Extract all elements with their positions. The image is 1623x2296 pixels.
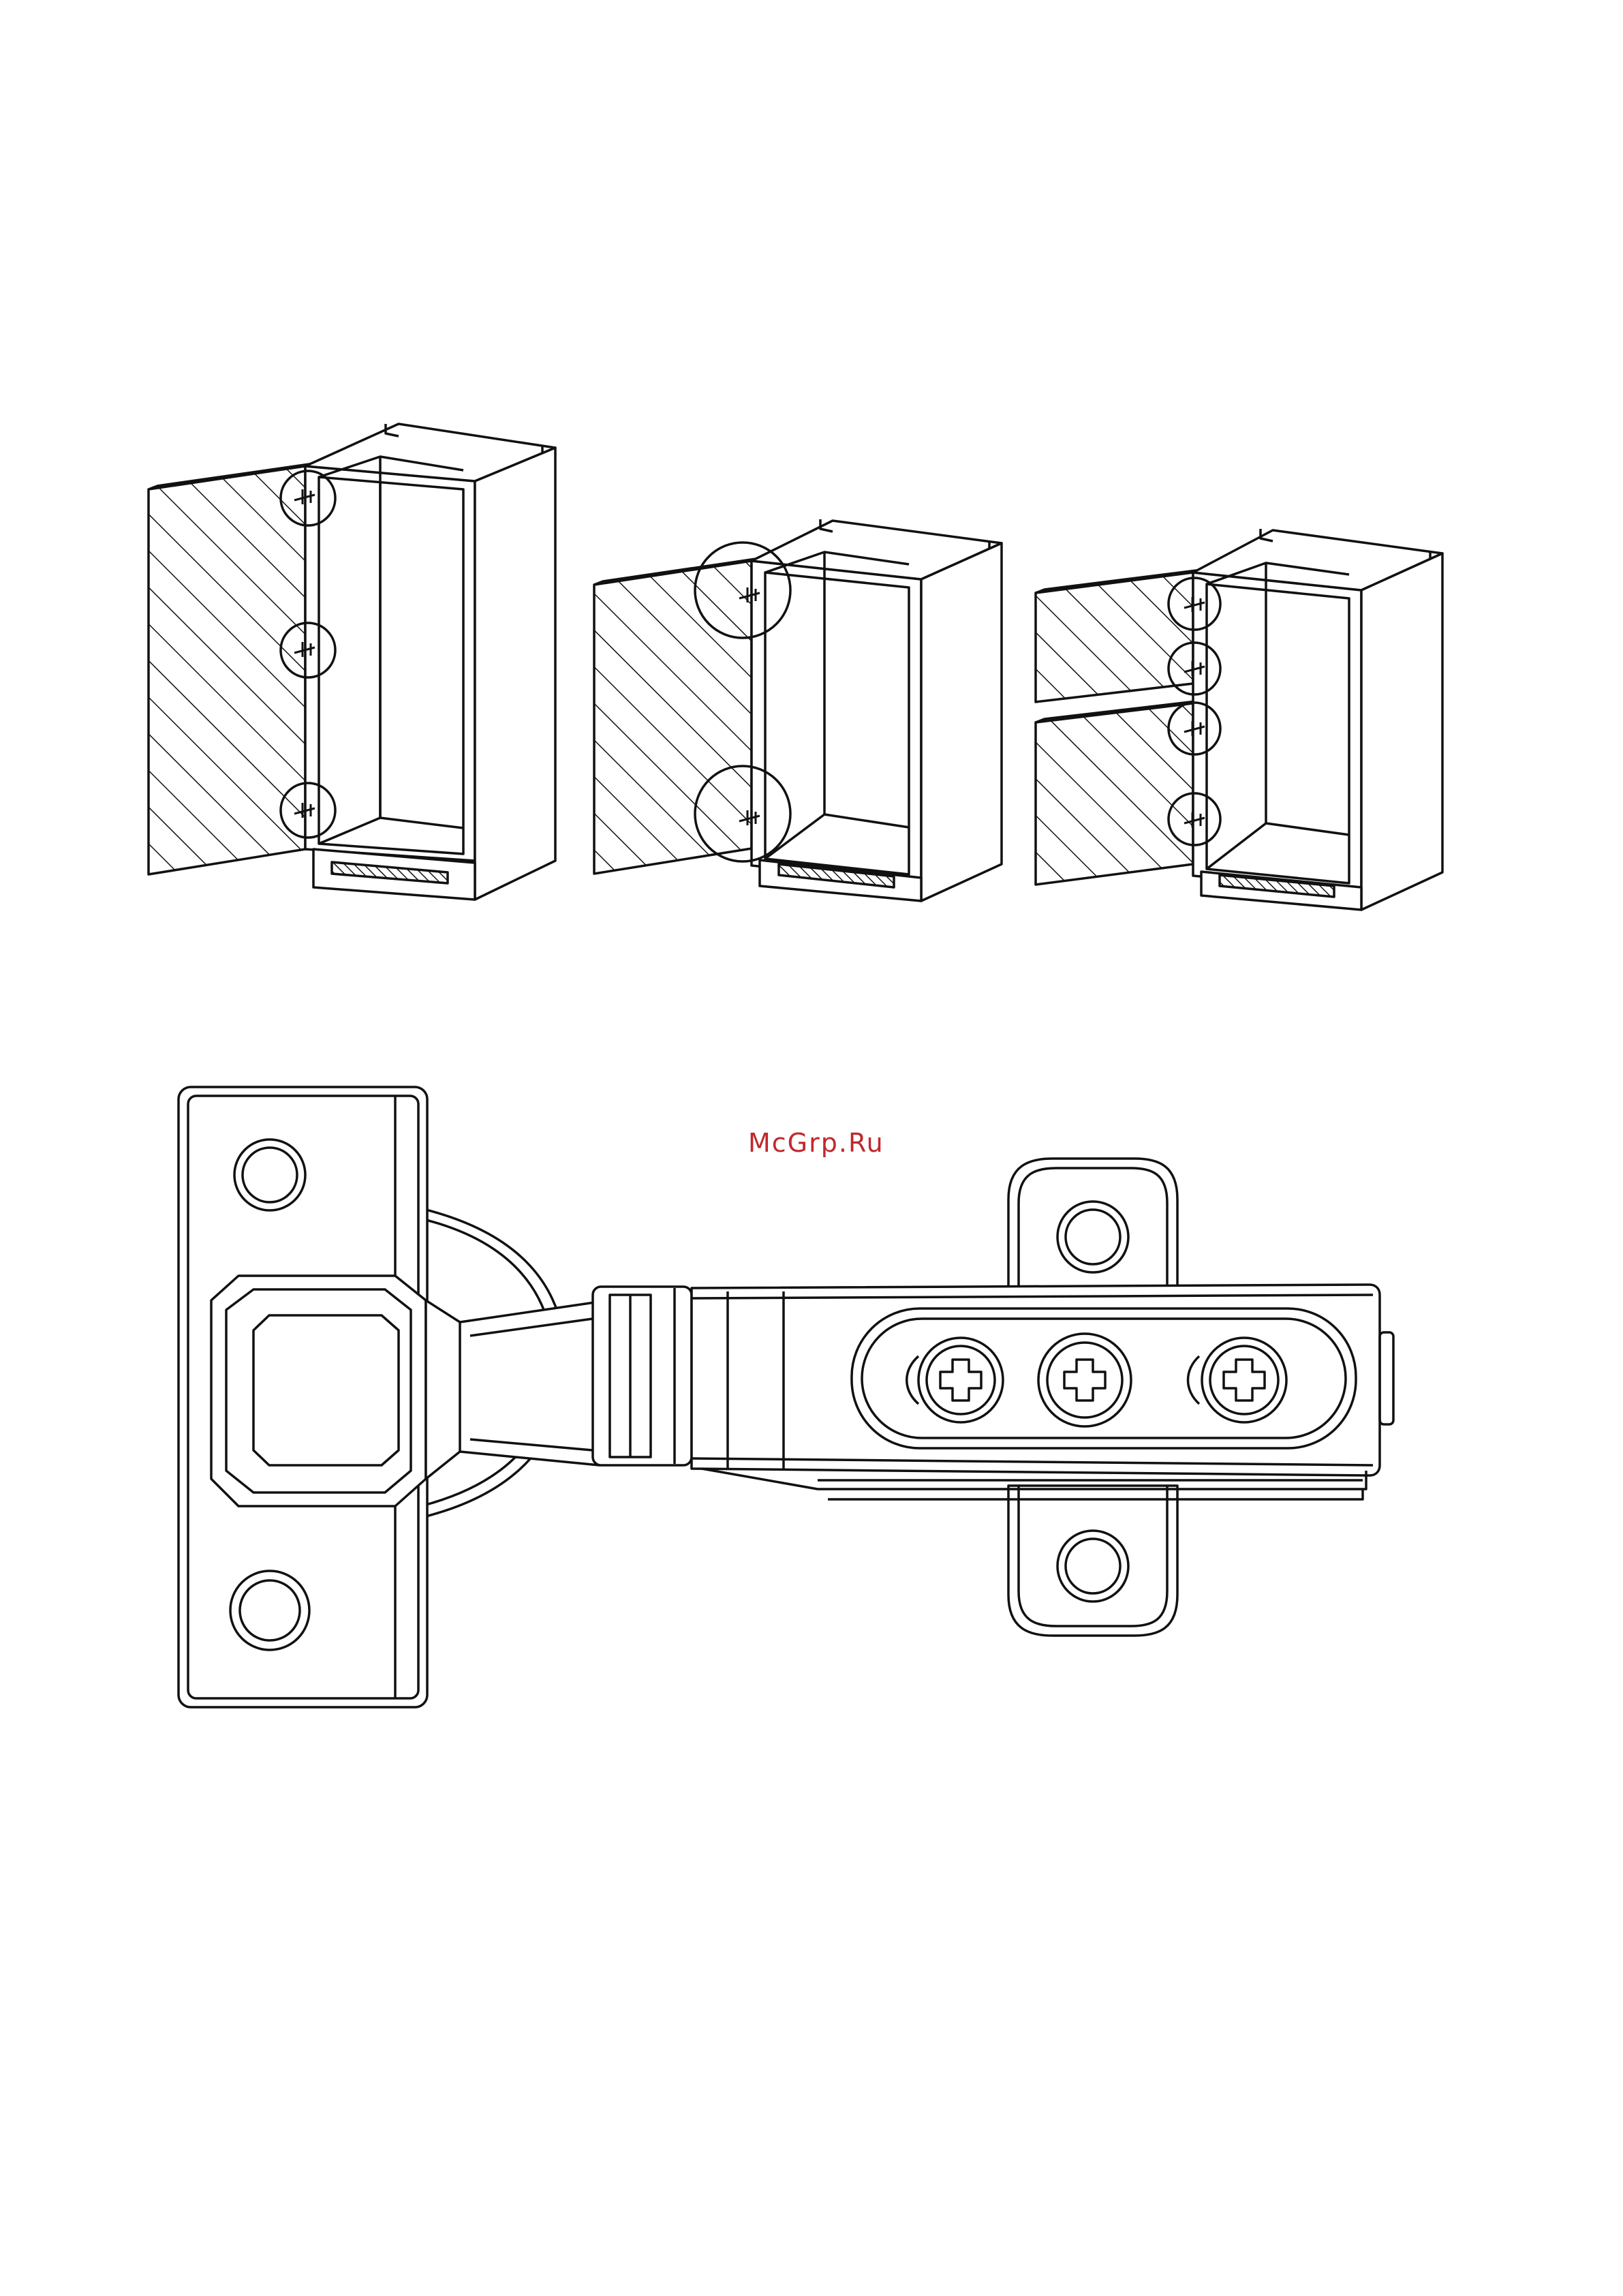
split-cabinet-figure bbox=[1036, 529, 1442, 910]
screw-group bbox=[907, 1334, 1286, 1426]
adjustment-screw bbox=[1038, 1334, 1131, 1426]
cabinet-front bbox=[752, 561, 921, 883]
door-panel bbox=[594, 561, 752, 874]
concealed-hinge-detail bbox=[179, 1087, 1393, 1707]
base-plate-ear-bottom bbox=[1008, 1486, 1177, 1636]
base-plate-ear-top bbox=[1008, 1159, 1177, 1288]
hinge-knuckle bbox=[593, 1287, 692, 1465]
medium-cabinet-figure bbox=[594, 519, 1002, 901]
upper-door-panel bbox=[1036, 572, 1193, 702]
tall-cabinet-figure bbox=[149, 424, 555, 900]
adjustment-screw bbox=[1202, 1338, 1286, 1422]
adjustment-screw bbox=[918, 1338, 1003, 1422]
hinge-arm-neck bbox=[426, 1300, 600, 1479]
hinge-cup-housing bbox=[211, 1276, 426, 1506]
watermark-text: McGrp.Ru bbox=[748, 1128, 884, 1158]
cabinet-front bbox=[1193, 572, 1361, 891]
